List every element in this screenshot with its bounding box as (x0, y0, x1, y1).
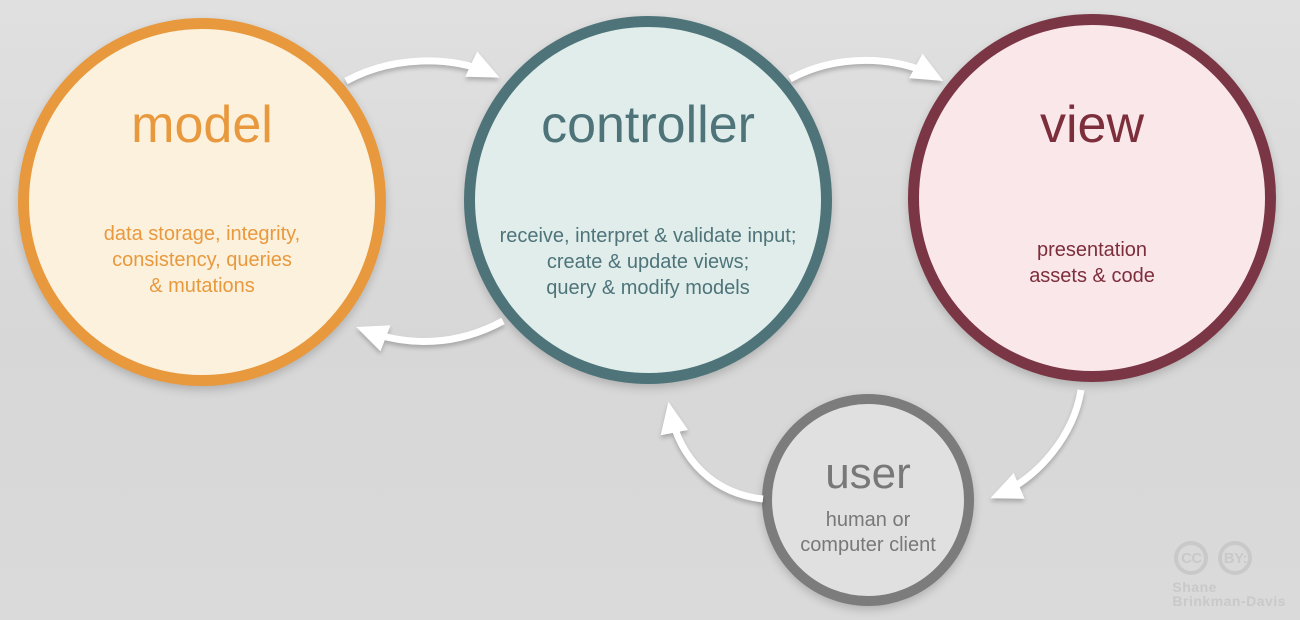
node-model-title: model (131, 96, 273, 154)
node-user-description: human or computer client (800, 509, 936, 556)
node-controller-description: receive, interpret & validate input; cre… (499, 225, 797, 299)
node-view: view presentation assets & code (908, 14, 1276, 382)
author-name: Shane Brinkman-Davis (1172, 579, 1286, 609)
arrow-view-to-user (990, 389, 1085, 499)
node-model-description: data storage, integrity, consistency, qu… (103, 223, 301, 297)
node-view-title: view (1039, 96, 1145, 154)
cc-icon: CC (1174, 541, 1209, 575)
license-attribution: CC BY: Shane Brinkman-Davis (1172, 541, 1286, 608)
node-user: user human or computer client (762, 394, 974, 606)
node-controller: controller receive, interpret & validate… (464, 16, 832, 384)
arrow-controller-to-view (788, 53, 944, 83)
arrow-model-to-controller (344, 51, 500, 85)
node-view-description: presentation assets & code (1029, 239, 1155, 287)
arrow-controller-to-model (356, 317, 505, 352)
arrow-user-to-controller (660, 401, 764, 503)
cc-by-icon: BY: (1218, 541, 1253, 575)
node-user-title: user (825, 449, 911, 498)
node-controller-title: controller (541, 96, 755, 154)
license-badges: CC BY: (1174, 541, 1286, 575)
node-model: model data storage, integrity, consisten… (18, 18, 386, 386)
